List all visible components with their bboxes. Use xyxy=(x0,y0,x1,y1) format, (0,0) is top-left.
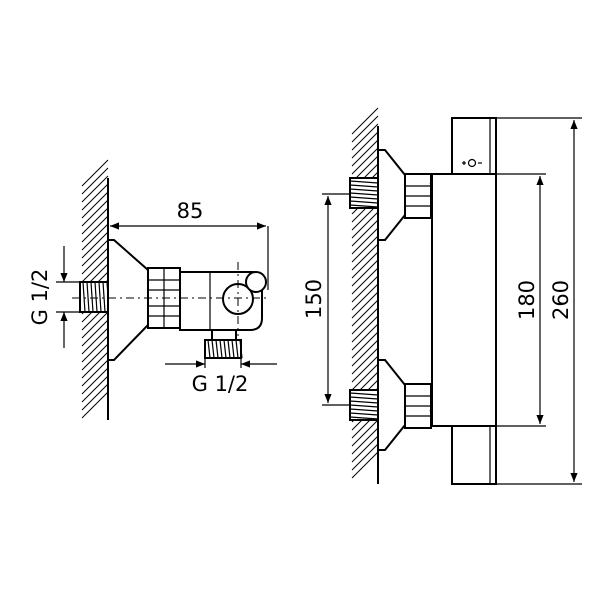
front-wall-hatch xyxy=(351,107,379,479)
dim-body-height: 180 xyxy=(496,173,546,427)
front-main-body xyxy=(431,117,497,485)
side-inlet-thread xyxy=(79,281,110,313)
dim-inlet-spacing: 150 xyxy=(302,193,350,406)
front-top-inlet xyxy=(349,149,432,241)
front-wall xyxy=(351,107,379,484)
dim-inlet-spacing-label: 150 xyxy=(302,279,326,319)
dim-inlet-thread-label: G 1/2 xyxy=(28,269,52,326)
dim-outlet-thread: G 1/2 xyxy=(165,350,277,396)
dim-total-height: 260 xyxy=(496,117,582,485)
side-escutcheon xyxy=(107,239,149,361)
dim-width: 85 xyxy=(107,199,269,290)
front-view: 150 180 260 xyxy=(302,107,582,485)
dim-width-label: 85 xyxy=(177,199,204,223)
temperature-scale-icon xyxy=(462,158,482,168)
side-valve-body xyxy=(179,271,267,331)
dim-outlet-thread-label: G 1/2 xyxy=(192,372,249,396)
side-view: 85 G 1/2 G 1/2 xyxy=(28,159,277,420)
dim-body-height-label: 180 xyxy=(515,280,539,320)
dim-inlet-thread: G 1/2 xyxy=(28,246,82,348)
dim-total-height-label: 260 xyxy=(549,280,573,320)
side-outlet-thread xyxy=(204,329,243,359)
front-bottom-inlet xyxy=(349,359,432,451)
